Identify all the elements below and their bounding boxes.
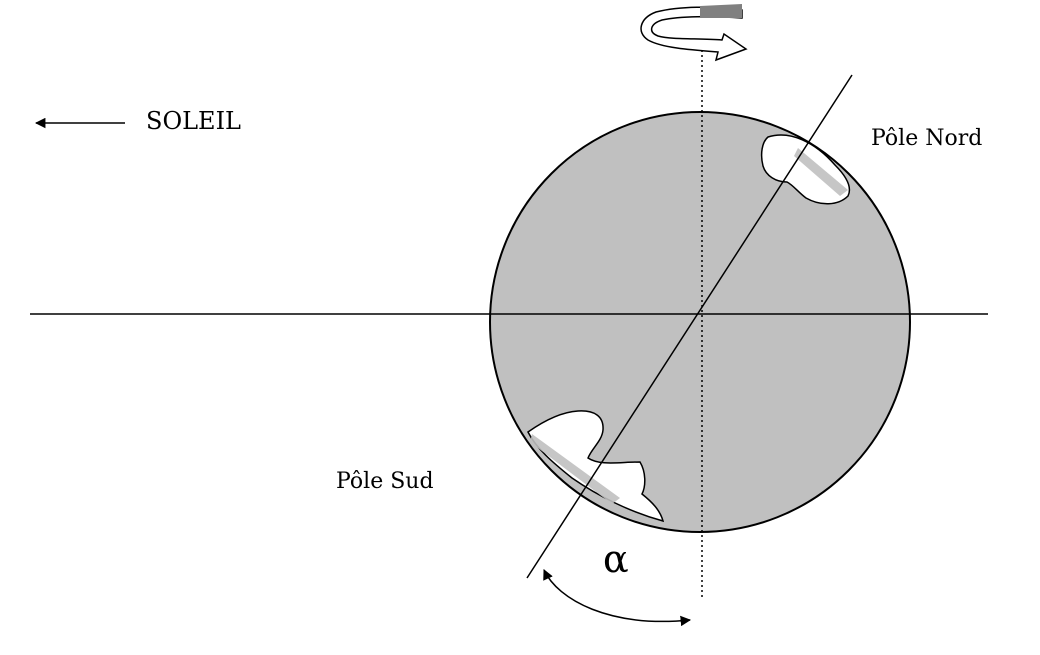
earth-globe	[489, 111, 911, 533]
south-ice-cap	[527, 410, 665, 523]
rotation-arrow-icon	[640, 6, 748, 62]
south-pole-label: Pôle Sud	[336, 469, 434, 494]
rotation-arrow-dark-band	[700, 4, 742, 18]
north-pole-label: Pôle Nord	[871, 126, 982, 151]
north-ice-shade	[794, 148, 848, 196]
rotation-axis	[526, 74, 853, 579]
north-ice-cap	[760, 134, 851, 205]
sun-label: SOLEIL	[146, 107, 241, 135]
tilt-angle-label: α	[603, 537, 629, 581]
south-ice-shade	[530, 434, 620, 504]
tilt-angle-arc-icon	[543, 569, 692, 627]
